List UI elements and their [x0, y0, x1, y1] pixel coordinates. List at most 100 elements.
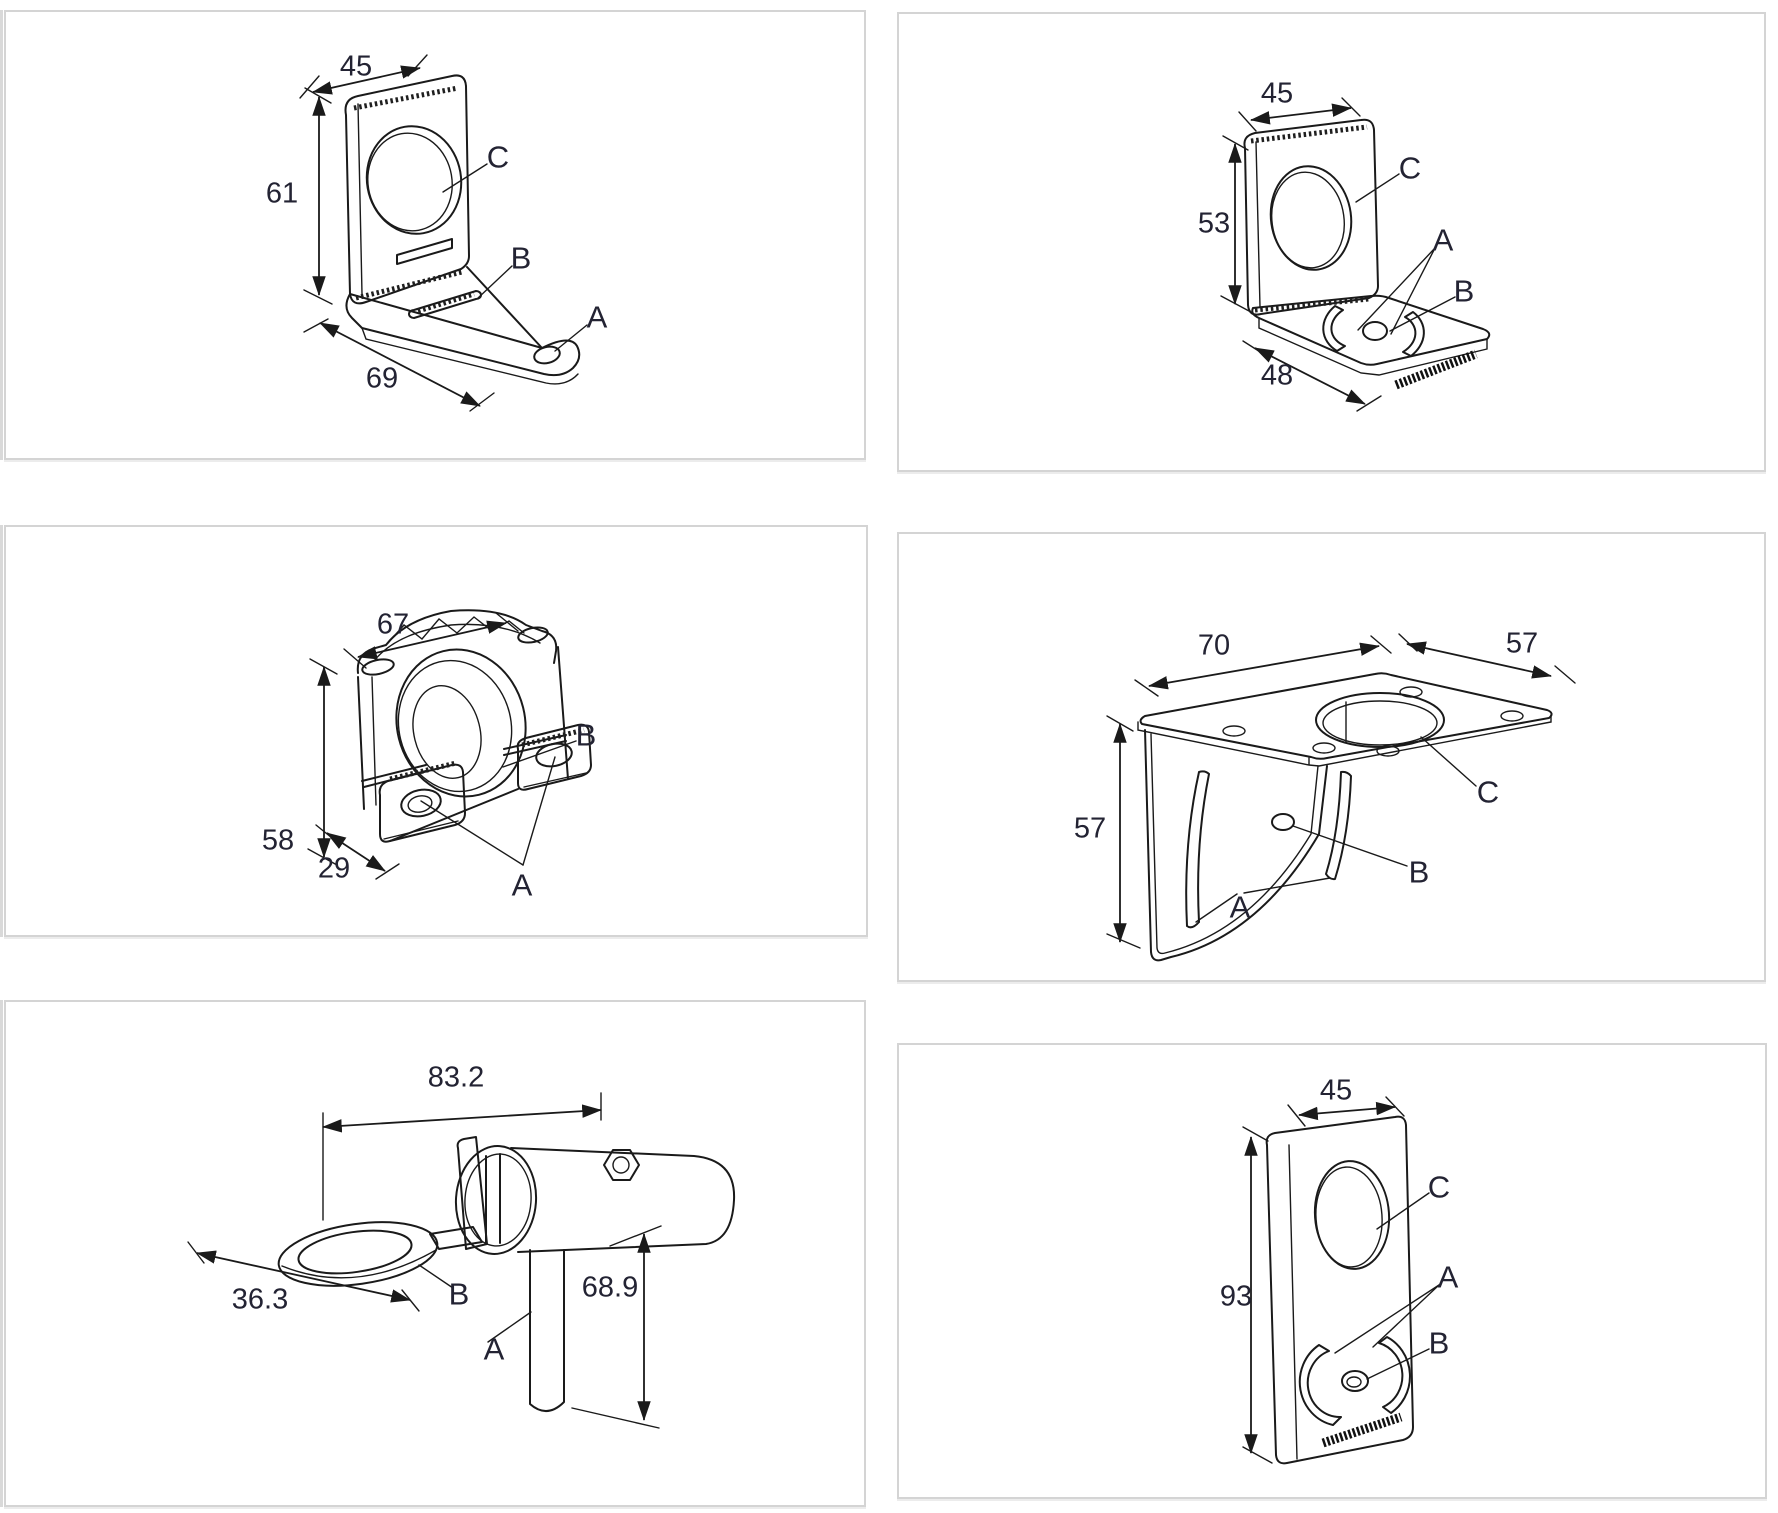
dim-width-label: 67 — [376, 608, 410, 641]
bore-b — [381, 636, 541, 811]
hole-a — [532, 344, 561, 366]
curved-slot-right — [1326, 772, 1351, 879]
callout-a-label: A — [1432, 222, 1454, 258]
cropped-panel-border — [0, 10, 3, 460]
dim-height-label: 93 — [1219, 1280, 1253, 1313]
engraved-brand-mark — [1396, 354, 1476, 385]
leader-b — [503, 741, 576, 767]
cropped-panel-border — [0, 525, 3, 937]
dim-height-label: 61 — [265, 177, 299, 210]
foot-left — [380, 765, 465, 842]
hex-bolt — [604, 1150, 639, 1180]
leader-a — [488, 1312, 531, 1342]
mount-hole — [1223, 726, 1245, 736]
clamp-cap — [358, 610, 556, 673]
stem-upright — [458, 1137, 487, 1249]
cap-bolt-hole-right — [517, 625, 549, 645]
dim-height-label: 53 — [1197, 207, 1231, 240]
dim-line-depth — [326, 833, 386, 871]
callout-c-label: C — [486, 139, 510, 175]
callout-b-label: B — [448, 1276, 470, 1312]
callout-a-label: A — [511, 867, 533, 903]
leader-a1 — [1335, 1285, 1439, 1353]
rod-a — [530, 1250, 564, 1411]
dim-line-top-depth — [1406, 641, 1552, 679]
flat-plate-drawing — [899, 1045, 1765, 1497]
dim-line-length — [319, 323, 481, 406]
dim-length-label: 69 — [365, 362, 399, 395]
leader-b — [478, 266, 512, 298]
hole-b — [1272, 814, 1294, 830]
panel-l-bracket-slot-hole: 45 61 69 C B A — [4, 10, 866, 460]
leader-c — [443, 164, 487, 192]
panel-rod-mount: 83.2 36.3 68.9 B A — [4, 1000, 866, 1507]
dim-depth-label: 29 — [317, 852, 351, 885]
panel-clamp-block: 67 58 29 B A — [4, 525, 868, 937]
leader-a1 — [421, 801, 523, 865]
dim-width-label: 45 — [1319, 1074, 1353, 1107]
dim-length-label: 83.2 — [427, 1061, 485, 1094]
leader-a1 — [1358, 248, 1435, 330]
callout-b-label: B — [575, 717, 597, 753]
dim-width-label: 70 — [1197, 629, 1231, 662]
mount-hole — [1400, 687, 1422, 697]
web-face — [1145, 730, 1327, 960]
leader-a2 — [523, 757, 555, 865]
l-bracket-rotary-drawing — [899, 14, 1764, 470]
dim-height-label: 57 — [1073, 812, 1107, 845]
callout-a-label: A — [1229, 889, 1251, 925]
dim-height-label: 58 — [261, 824, 295, 857]
dim-line-depth — [1254, 348, 1366, 404]
bracket-plate — [1244, 120, 1378, 315]
clamp-body — [358, 677, 364, 809]
leader-c — [1377, 1193, 1429, 1229]
mount-hole — [1501, 711, 1523, 721]
callout-b-label: B — [510, 240, 532, 276]
dim-line-width — [1298, 1101, 1396, 1121]
l-bracket-drawing — [6, 12, 864, 458]
dim-depth-label: 48 — [1260, 359, 1294, 392]
dim-top-depth-label: 57 — [1505, 627, 1539, 660]
arc-slot-right — [1403, 312, 1424, 356]
plate-body — [1267, 1117, 1413, 1464]
callout-b-label: B — [1453, 273, 1475, 309]
dim-line-depth — [196, 1250, 411, 1303]
mount-hole — [1377, 746, 1399, 756]
foot-right — [518, 725, 591, 790]
callout-c-label: C — [1398, 150, 1422, 186]
leader-a2 — [1373, 1285, 1439, 1347]
leader-b — [1390, 297, 1455, 331]
plate-slot — [397, 239, 452, 264]
mount-hole — [1313, 743, 1335, 753]
rod-mount-drawing — [6, 1002, 864, 1505]
slot-b — [409, 291, 481, 318]
leader-a — [555, 325, 587, 351]
leader-b — [419, 1265, 453, 1288]
leader-a2 — [1244, 878, 1330, 893]
callout-a-label: A — [483, 1331, 505, 1367]
dim-line-length — [322, 1104, 602, 1133]
dim-depth-label: 36.3 — [231, 1283, 289, 1316]
callout-b-label: B — [1408, 854, 1430, 890]
leader-c — [1356, 174, 1399, 202]
callout-c-label: C — [1427, 1169, 1451, 1205]
arc-slot-right — [1379, 1337, 1410, 1413]
dim-width-label: 45 — [339, 50, 373, 83]
cylinder-body — [511, 1148, 734, 1252]
panel-flat-plate: 45 93 C A B — [897, 1043, 1767, 1499]
angle-plate-drawing — [899, 534, 1764, 980]
callout-c-label: C — [1476, 774, 1500, 810]
dim-width-label: 45 — [1260, 77, 1294, 110]
cylinder-head — [452, 1143, 539, 1256]
hole-c — [1311, 1159, 1392, 1272]
hole-b — [1363, 322, 1387, 340]
arc-slot-left — [1300, 1345, 1341, 1425]
arc-slot-left — [1323, 306, 1345, 351]
clamp-block-drawing — [6, 527, 866, 935]
panel-l-bracket-rotary-base: 45 53 48 C A B — [897, 12, 1766, 472]
curved-slot-left — [1186, 771, 1209, 927]
leader-b — [1367, 1349, 1429, 1379]
top-plate — [1141, 673, 1552, 759]
panel-angle-plate: 70 57 57 C B A — [897, 532, 1766, 982]
cap-bolt-hole-left — [361, 657, 395, 677]
